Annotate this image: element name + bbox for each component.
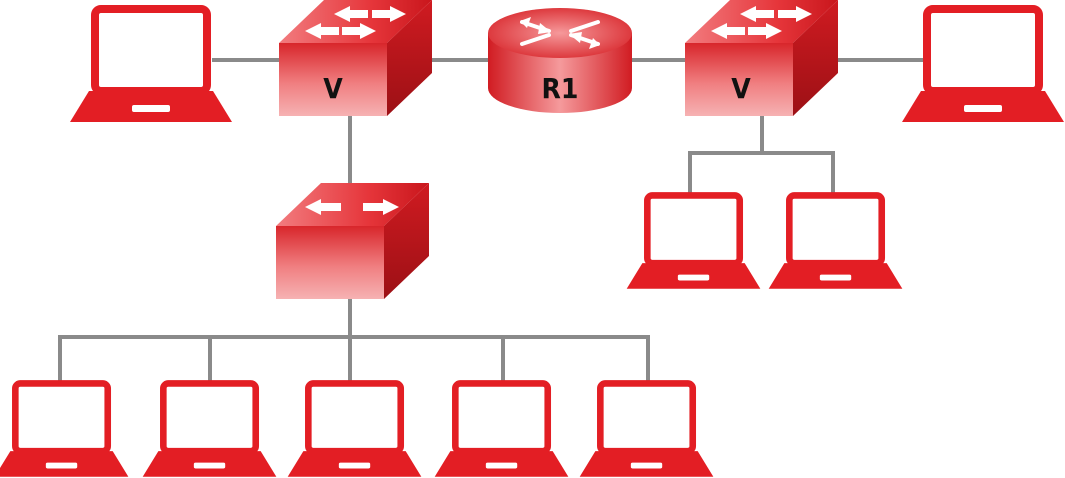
laptop-icon (902, 9, 1064, 122)
router-label: R1 (542, 72, 579, 105)
switch-right-label: V (731, 72, 751, 105)
laptop-icon (0, 383, 128, 476)
switch-icon (279, 0, 432, 116)
link-access-bus-bar (58, 335, 650, 390)
switch-access (276, 183, 429, 299)
laptop-icon (769, 195, 903, 288)
laptop-icon (435, 383, 569, 476)
laptop-icon (627, 195, 761, 288)
link-right-branch-bar (688, 151, 835, 198)
switch-left-label: V (323, 72, 343, 105)
links (58, 58, 925, 390)
laptop-icon (143, 383, 277, 476)
switch-icon (276, 183, 429, 299)
switch-right: V (685, 0, 838, 116)
switch-left: V (279, 0, 432, 116)
router-icon (520, 17, 600, 49)
laptop-icon (288, 383, 422, 476)
laptop-icon (70, 9, 232, 122)
router: R1 (488, 8, 632, 113)
switch-icon (685, 0, 838, 116)
laptop-icon (580, 383, 714, 476)
